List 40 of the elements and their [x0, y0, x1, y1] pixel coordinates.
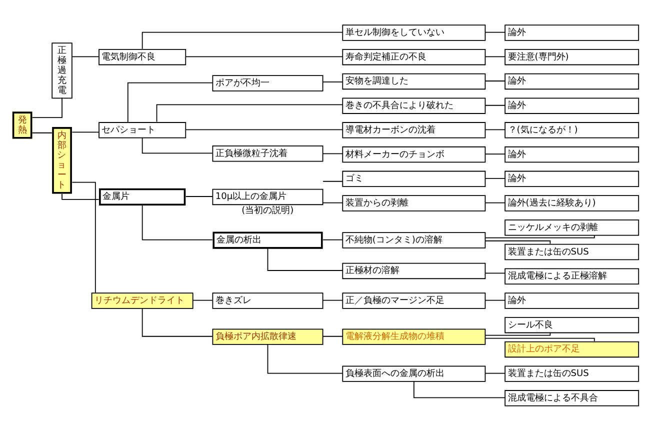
connector	[484, 234, 595, 238]
connector	[32, 96, 62, 118]
connector	[142, 31, 344, 49]
connector	[484, 240, 551, 244]
connector	[127, 82, 213, 122]
connector	[484, 128, 506, 130]
connector	[484, 56, 506, 57]
connector	[267, 248, 343, 270]
connector	[32, 132, 52, 133]
connector	[142, 307, 213, 336]
connector	[322, 238, 343, 240]
connector	[192, 299, 213, 300]
connector	[72, 181, 96, 292]
node-label: (当初の説明)	[242, 205, 294, 216]
connector	[72, 131, 100, 132]
connector	[484, 153, 506, 154]
connector	[322, 152, 343, 154]
connector	[185, 128, 343, 130]
connector	[142, 136, 213, 154]
connector	[484, 80, 506, 81]
connector	[484, 202, 506, 203]
connector	[322, 299, 343, 300]
connector	[484, 372, 506, 374]
connector	[484, 31, 506, 32]
connector	[322, 335, 343, 336]
connector	[484, 337, 595, 342]
connector	[62, 193, 100, 200]
connector	[267, 343, 343, 374]
connector	[322, 202, 343, 203]
connector	[322, 80, 343, 82]
connector	[484, 272, 506, 274]
connector	[185, 56, 343, 57]
connector	[484, 104, 506, 106]
connector	[413, 380, 506, 398]
connector	[322, 180, 343, 182]
connector	[72, 56, 100, 57]
connector	[142, 204, 213, 240]
connector	[484, 331, 551, 336]
connector	[156, 104, 344, 122]
connector	[484, 299, 506, 300]
